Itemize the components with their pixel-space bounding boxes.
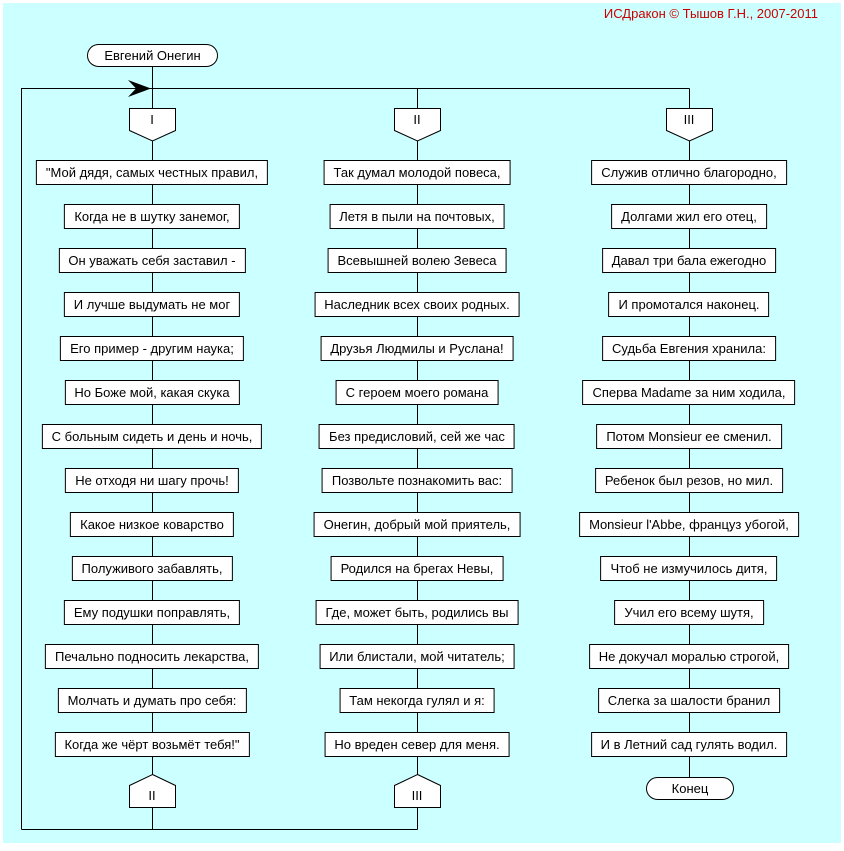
poem-line-box[interactable]: Полуживого забавлять, bbox=[71, 556, 233, 581]
poem-line-box[interactable]: Потом Monsieur ее сменил. bbox=[596, 424, 782, 449]
poem-line-box[interactable]: С героем моего романа bbox=[335, 380, 499, 405]
poem-line-box[interactable]: Летя в пыли на почтовых, bbox=[329, 204, 505, 229]
poem-line-box[interactable]: Где, может быть, родились вы bbox=[315, 600, 519, 625]
poem-line-box[interactable]: Не отходя ни шагу прочь! bbox=[65, 468, 239, 493]
poem-line-box[interactable]: И в Летний сад гулять водил. bbox=[590, 732, 788, 757]
poem-line-box[interactable]: Ребенок был резов, но мил. bbox=[594, 468, 784, 493]
poem-line-box[interactable]: Без предисловий, сей же час bbox=[319, 424, 515, 449]
poem-line-box[interactable]: Всевышней волею Зевеса bbox=[327, 248, 507, 273]
poem-line-box[interactable]: Или блистали, мой читатель; bbox=[319, 644, 515, 669]
poem-line-box[interactable]: Monsieur l'Abbe, француз убогой, bbox=[579, 512, 799, 537]
poem-line-box[interactable]: Молчать и думать про себя: bbox=[57, 688, 247, 713]
branch-address-label-1[interactable]: II bbox=[148, 788, 156, 803]
branch-header-label-3[interactable]: III bbox=[683, 112, 695, 127]
poem-line-box[interactable]: Позвольте познакомить вас: bbox=[321, 468, 513, 493]
poem-line-box[interactable]: Онегин, добрый мой приятель, bbox=[313, 512, 521, 537]
poem-line-box[interactable]: Его пример - другим наука; bbox=[60, 336, 244, 361]
feedback-loop-line bbox=[21, 88, 690, 830]
branch-header-label-2[interactable]: II bbox=[413, 112, 421, 127]
poem-line-box[interactable]: Но Боже мой, какая скука bbox=[64, 380, 240, 405]
poem-line-box[interactable]: Наследник всех своих родных. bbox=[314, 292, 520, 317]
start-terminator[interactable]: Евгений Онегин bbox=[87, 44, 218, 67]
poem-line-box[interactable]: Не докучал моралью строгой, bbox=[588, 644, 790, 669]
poem-line-box[interactable]: Чтоб не измучилось дитя, bbox=[600, 556, 778, 581]
branch-column-3: Служив отлично благородно, Долгами жил е… bbox=[579, 160, 799, 757]
poem-line-box[interactable]: Ему подушки поправлять, bbox=[63, 600, 241, 625]
poem-line-box[interactable]: Друзья Людмилы и Руслана! bbox=[320, 336, 514, 361]
poem-line-box[interactable]: Там некогда гулял и я: bbox=[339, 688, 495, 713]
poem-line-box[interactable]: И промотался наконец. bbox=[608, 292, 770, 317]
branch-header-shape-2[interactable] bbox=[394, 108, 441, 142]
poem-line-box[interactable]: Слегка за шалости бранил bbox=[597, 688, 781, 713]
poem-line-box[interactable]: С больным сидеть и день и ночь, bbox=[41, 424, 263, 449]
poem-line-box[interactable]: Но вреден север для меня. bbox=[324, 732, 510, 757]
poem-line-box[interactable]: Когда же чёрт возьмёт тебя!" bbox=[54, 732, 250, 757]
poem-line-box[interactable]: Служив отлично благородно, bbox=[591, 160, 787, 185]
poem-line-box[interactable]: Он уважать себя заставил - bbox=[58, 248, 246, 273]
poem-line-box[interactable]: Какое низкое коварство bbox=[70, 512, 234, 537]
flow-arrow-icon bbox=[128, 80, 151, 97]
app-watermark: ИСДракон © Тышов Г.Н., 2007-2011 bbox=[603, 6, 818, 21]
poem-line-box[interactable]: Долгами жил его отец, bbox=[611, 204, 767, 229]
poem-line-box[interactable]: Сперва Madame за ним ходила, bbox=[582, 380, 796, 405]
poem-line-box[interactable]: Судьба Евгения хранила: bbox=[602, 336, 776, 361]
poem-line-box[interactable]: И лучше выдумать не мог bbox=[63, 292, 241, 317]
branch-column-1: "Мой дядя, самых честных правил, Когда н… bbox=[35, 160, 269, 757]
end-terminator[interactable]: Конец bbox=[646, 777, 734, 800]
poem-line-box[interactable]: Учил его всему шутя, bbox=[614, 600, 764, 625]
branch-header-shape-1[interactable] bbox=[129, 108, 176, 142]
branch-address-shape-1[interactable] bbox=[129, 773, 176, 808]
branch-column-2: Так думал молодой повеса, Летя в пыли на… bbox=[313, 160, 521, 757]
branch-address-label-2[interactable]: III bbox=[411, 788, 423, 803]
poem-line-box[interactable]: Печально подносить лекарства, bbox=[45, 644, 259, 669]
branch-address-shape-2[interactable] bbox=[394, 773, 441, 808]
poem-line-box[interactable]: "Мой дядя, самых честных правил, bbox=[35, 160, 269, 185]
poem-line-box[interactable]: Давал три бала ежегодно bbox=[601, 248, 777, 273]
branch-header-shape-3[interactable] bbox=[666, 108, 713, 142]
poem-line-box[interactable]: Когда не в шутку занемог, bbox=[64, 204, 240, 229]
poem-line-box[interactable]: Родился на брегах Невы, bbox=[330, 556, 504, 581]
branch-header-label-1[interactable]: I bbox=[150, 112, 154, 127]
poem-line-box[interactable]: Так думал молодой повеса, bbox=[323, 160, 511, 185]
